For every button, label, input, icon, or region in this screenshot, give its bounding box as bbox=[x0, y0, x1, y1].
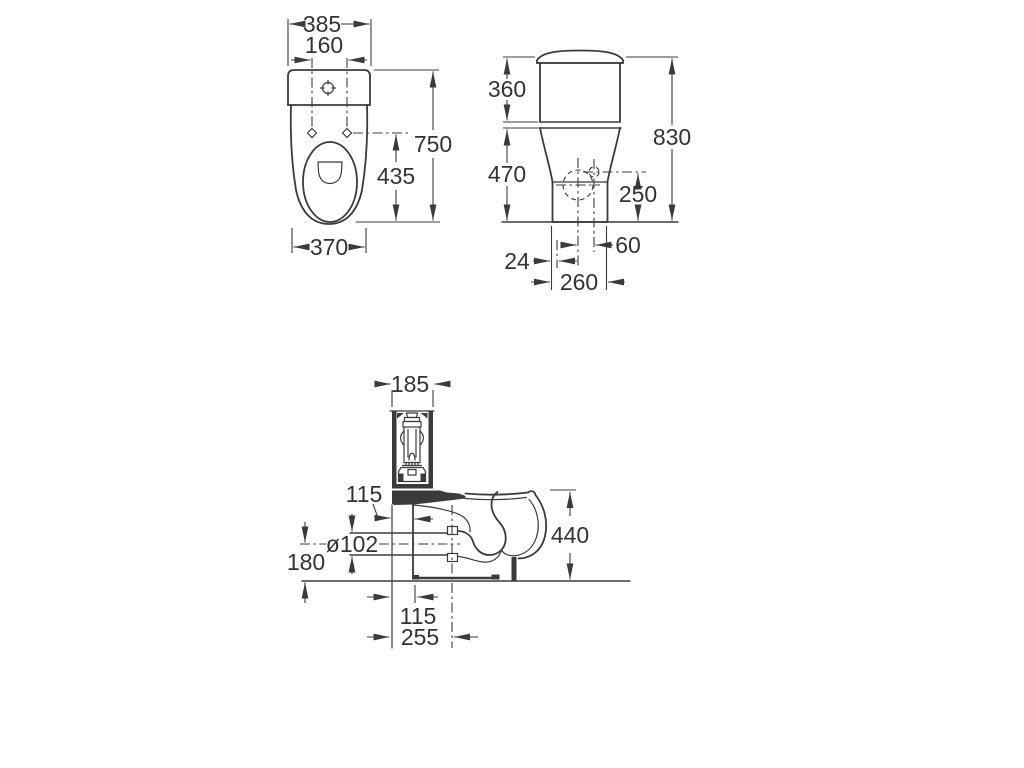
dim-label-250: 250 bbox=[619, 181, 657, 207]
side-front-outer-profile bbox=[517, 490, 548, 560]
rear-lid-outline bbox=[536, 49, 624, 64]
side-section-view: 185 115 ø102 180 440 bbox=[287, 371, 631, 650]
dim-label-60: 60 bbox=[615, 232, 641, 258]
front-bowl-outline bbox=[289, 104, 369, 225]
rear-pedestal bbox=[551, 181, 609, 223]
rear-bowl-sides bbox=[539, 127, 621, 183]
dim-label-435: 435 bbox=[377, 163, 415, 189]
dim-rear-edge-offset: 24 bbox=[504, 240, 577, 274]
dim-label-180: 180 bbox=[287, 549, 325, 575]
side-front-foot bbox=[511, 557, 517, 582]
dim-label-160: 160 bbox=[305, 32, 343, 58]
side-flush-mechanism bbox=[397, 412, 427, 483]
side-rim-top bbox=[464, 491, 529, 496]
dim-label-830: 830 bbox=[653, 124, 691, 150]
side-trap-outer bbox=[457, 491, 507, 556]
dim-rear-base-width: 260 bbox=[531, 226, 625, 295]
dim-rear-overall-height: 830 bbox=[626, 56, 691, 221]
side-cistern-section bbox=[389, 410, 435, 489]
dim-side-wall-clearance: 115 bbox=[346, 481, 433, 523]
side-trap-inner bbox=[457, 548, 503, 563]
front-cistern-outline bbox=[287, 69, 371, 106]
dim-rear-cistern-height: 360 bbox=[488, 56, 538, 129]
dim-label-115-top: 115 bbox=[346, 481, 383, 507]
front-view: 385 160 750 435 370 bbox=[287, 11, 452, 260]
side-rim-bottom bbox=[464, 496, 528, 501]
dim-label-470: 470 bbox=[488, 161, 526, 187]
dim-front-fixing-centers: 160 bbox=[291, 32, 367, 64]
side-shelf-underside bbox=[412, 504, 471, 533]
front-seat-opening bbox=[302, 141, 358, 223]
side-bowl-inner-bottom bbox=[500, 548, 518, 557]
dim-label-o102: ø102 bbox=[326, 531, 378, 557]
dim-side-bowl-height: 440 bbox=[550, 489, 589, 580]
front-flush-button bbox=[319, 79, 337, 97]
dim-label-440: 440 bbox=[551, 522, 589, 548]
rear-cistern-outline bbox=[539, 62, 621, 123]
dim-side-trap-distance: 255 bbox=[367, 624, 478, 650]
dim-side-outlet-setback: 115 bbox=[367, 585, 438, 629]
side-front-inner-profile bbox=[516, 498, 539, 557]
dim-front-bowl-length: 435 bbox=[377, 134, 415, 221]
dim-rear-pan-height: 470 bbox=[488, 129, 526, 221]
dim-front-cistern-width: 385 bbox=[287, 11, 372, 66]
dim-rear-inlet-height: 250 bbox=[619, 173, 657, 221]
dim-label-370: 370 bbox=[310, 234, 348, 260]
rear-cistern-bottom bbox=[538, 121, 622, 129]
dim-label-260: 260 bbox=[560, 269, 598, 295]
rear-view: 360 470 830 250 60 24 bbox=[488, 49, 691, 295]
dim-side-cistern-depth: 185 bbox=[374, 371, 451, 407]
dim-front-bowl-width: 370 bbox=[291, 228, 367, 260]
dim-label-115-bottom: 115 bbox=[400, 603, 437, 629]
dim-front-overall-depth: 750 bbox=[374, 69, 452, 221]
dim-side-outlet-diameter: ø102 bbox=[326, 514, 378, 574]
front-fixing-hole-left bbox=[306, 127, 318, 139]
dim-label-750: 750 bbox=[414, 131, 452, 157]
dim-label-185: 185 bbox=[391, 371, 429, 397]
dim-side-outlet-height: 180 bbox=[287, 522, 325, 603]
dim-label-255: 255 bbox=[401, 624, 439, 650]
side-shelf-section bbox=[392, 490, 466, 505]
front-inlet-cup bbox=[317, 161, 343, 185]
dim-label-385: 385 bbox=[303, 11, 341, 37]
dim-rear-inlet-offset: 60 bbox=[560, 232, 641, 258]
side-base-foot-left bbox=[412, 575, 419, 580]
side-base-foot-right bbox=[491, 574, 500, 580]
dim-label-360: 360 bbox=[488, 76, 526, 102]
front-fixing-hole-right bbox=[341, 127, 353, 139]
dim-label-24: 24 bbox=[504, 248, 530, 274]
